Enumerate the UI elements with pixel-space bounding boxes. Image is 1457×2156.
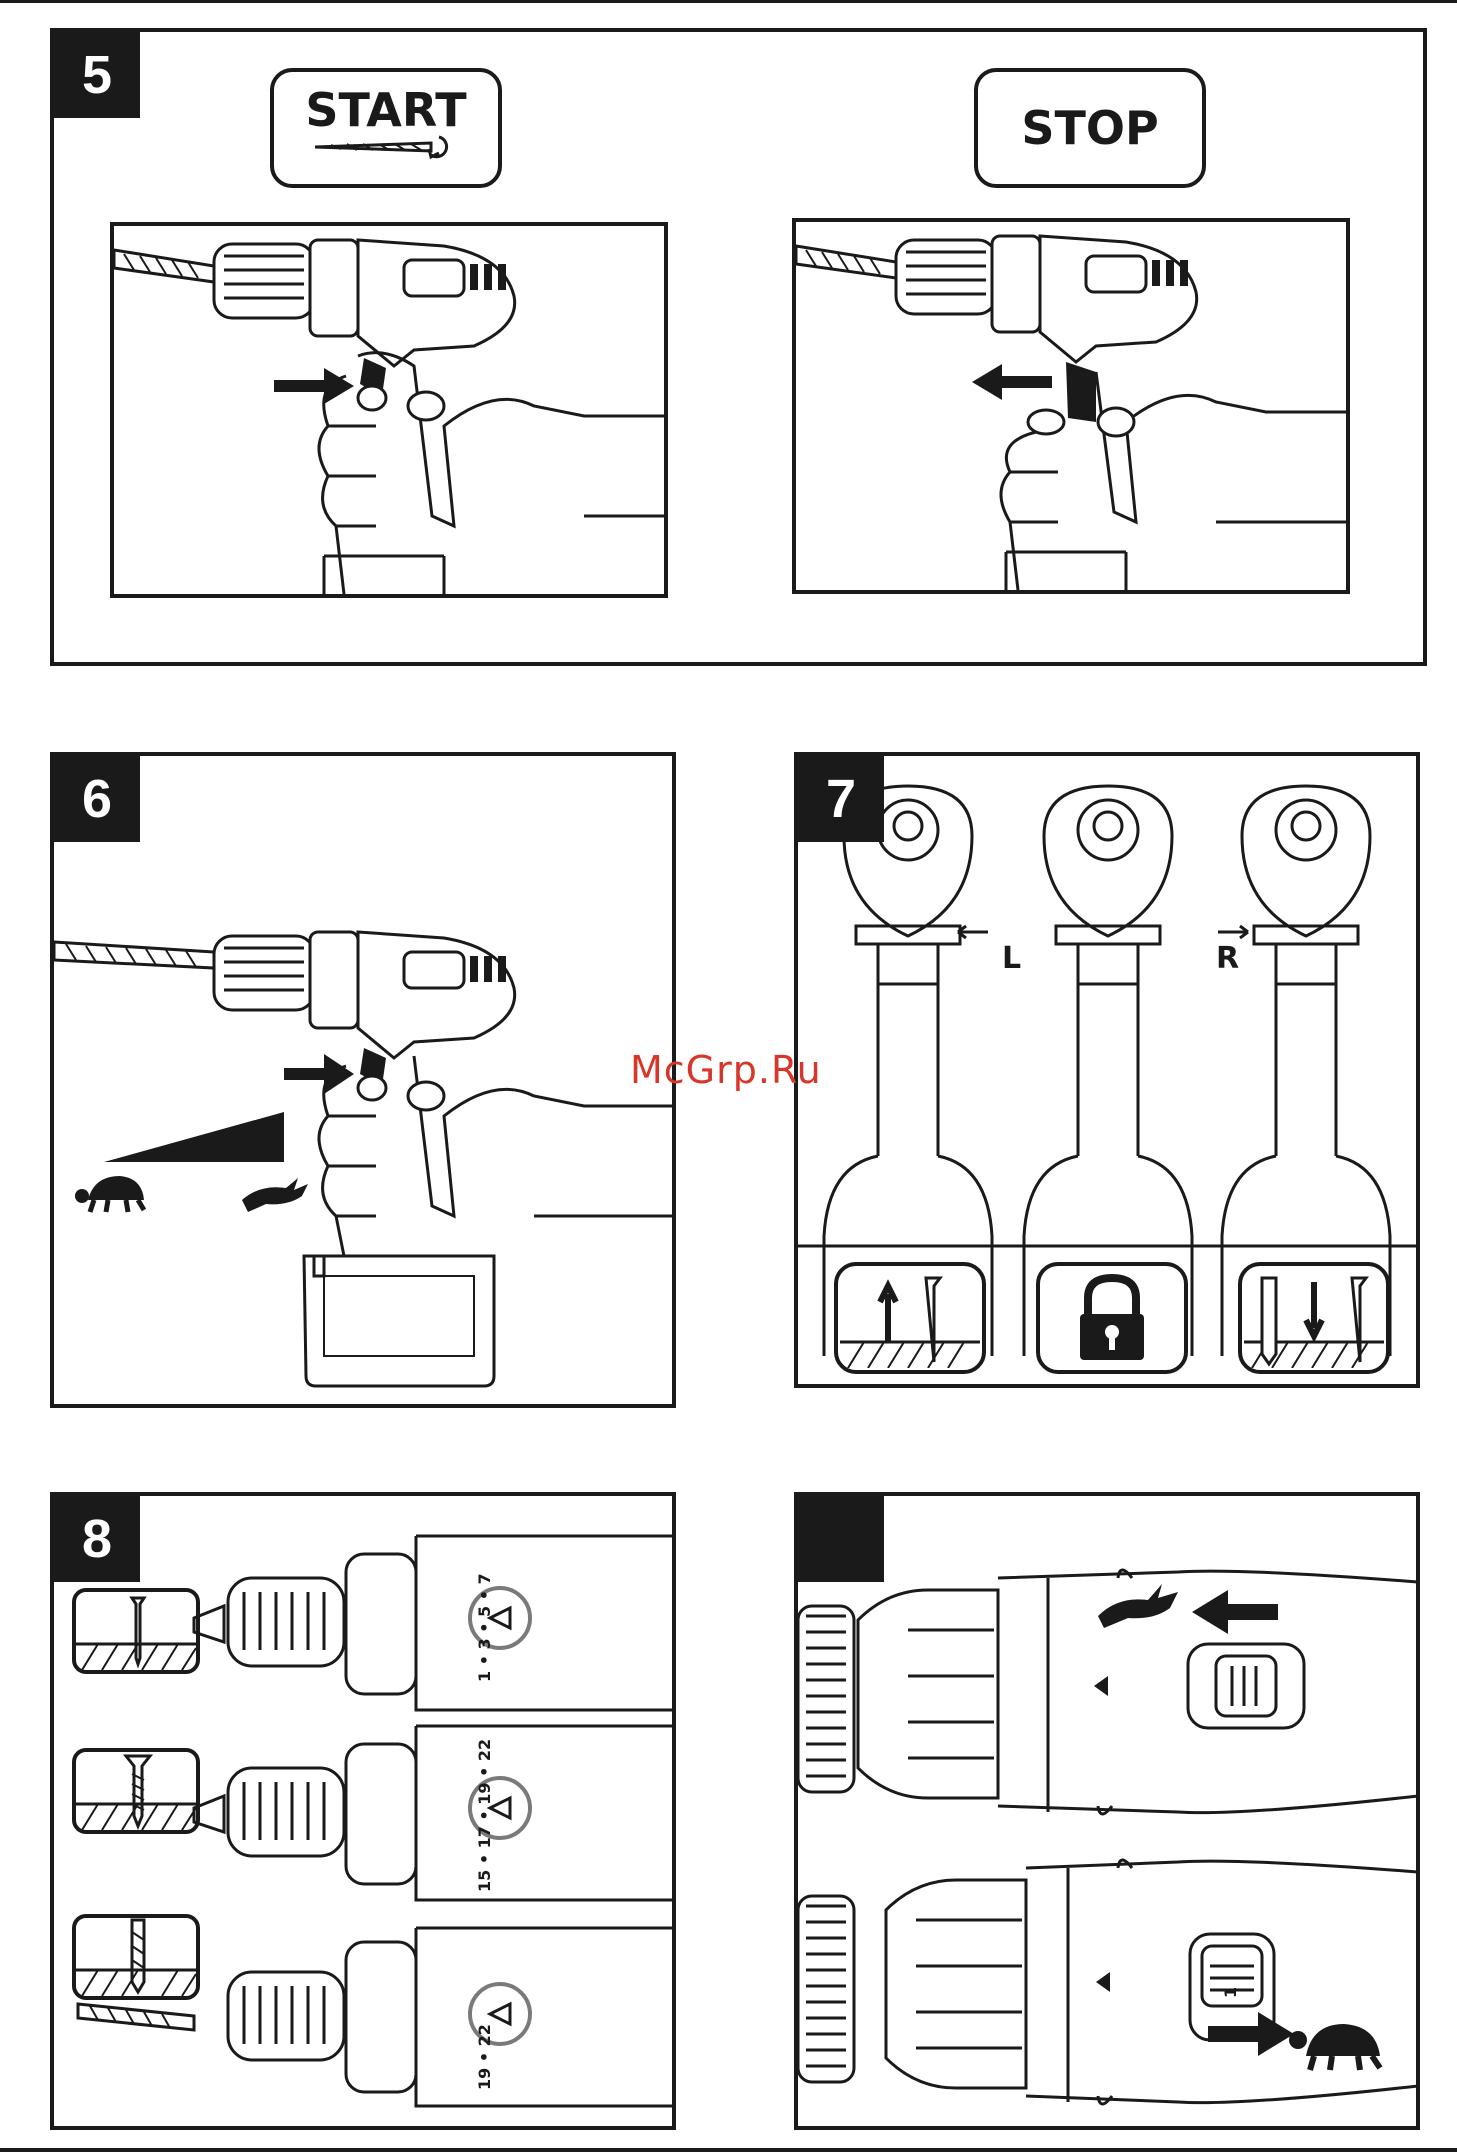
arrow-left-icon [972,362,1052,402]
gear-number: 1 [1221,1987,1240,1998]
torque-settings: 1 • 3 • 5 • 7 15 • 17 • 19 • 22 19 • 22 [54,1496,672,2126]
arrow-up-icon [840,1268,980,1368]
drill-icon [796,222,1346,590]
screw-icon [926,1278,940,1362]
panel-8: 8 [50,1492,676,2130]
top-dial-numbers: 1 • 3 • 5 • 7 [475,1573,494,1682]
turtle-icon [1289,2024,1380,2070]
bot-dial-numbers: 19 • 22 [475,2024,494,2090]
panel-5: 5 START STOP [50,28,1427,666]
drill-icon [54,756,672,1404]
right-direction-label: R [1216,941,1239,976]
lock-icon [1072,1270,1152,1366]
reverse-mode-badge [834,1262,986,1374]
forward-mode-badge [1238,1262,1390,1374]
arrow-down-icon [1244,1268,1384,1368]
panel-number: 5 [54,32,140,118]
arrow-right-icon [1208,2012,1294,2056]
stop-label: STOP [1021,101,1158,155]
stop-badge: STOP [974,68,1206,188]
start-label: START [305,87,466,133]
rabbit-icon [1098,1584,1178,1628]
top-rule [0,0,1457,3]
arrow-right-icon [274,366,354,406]
stop-illustration [792,218,1350,594]
start-illustration [110,222,668,598]
drill-icon [114,226,664,594]
rabbit-icon [236,1170,316,1216]
panel-7: 7 L R [794,752,1420,1388]
left-direction-label: L [1002,941,1021,976]
drill-bit-icon [311,133,461,161]
mid-dial-numbers: 15 • 17 • 19 • 22 [475,1739,494,1892]
watermark-text: McGrp.Ru [630,1048,822,1092]
panel-9: 1 [794,1492,1420,2130]
turtle-icon [74,1170,154,1216]
panel-6: 6 [50,752,676,1408]
start-badge: START [270,68,502,188]
gear-selector-views: 1 [798,1496,1416,2126]
lock-mode-badge [1036,1262,1188,1374]
drill-bit-icon [1262,1278,1276,1364]
bottom-rule [0,2148,1457,2152]
arrow-left-icon [1192,1590,1278,1634]
